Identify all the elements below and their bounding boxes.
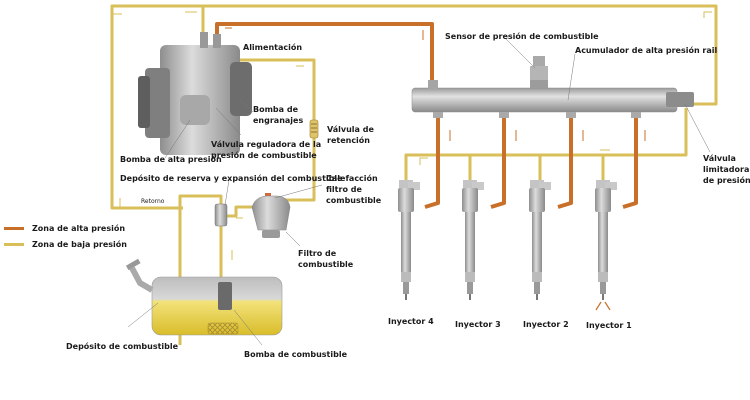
legend-label-high: Zona de alta presión <box>32 224 126 233</box>
injector-part <box>532 212 542 272</box>
label-fuel-tank: Depósito de combustible <box>66 342 179 351</box>
legend-low-pressure: Zona de baja presión <box>4 240 127 249</box>
label-injector-2: Inyector 2 <box>523 320 569 329</box>
fuel-filter <box>251 193 291 238</box>
injector-part <box>539 182 551 190</box>
injector-part <box>399 180 413 188</box>
tank-return-line <box>178 194 223 345</box>
injector-part <box>401 272 411 282</box>
rail-to-injector-3 <box>490 118 506 209</box>
injector-part <box>463 180 477 188</box>
label-line: filtro de <box>326 185 362 194</box>
filter-inlet-line <box>227 205 252 218</box>
label-line: combustible <box>326 196 382 205</box>
label-line: Válvula de <box>327 125 374 134</box>
injector-part <box>465 272 475 282</box>
injector-part <box>605 182 617 190</box>
label-line: de presión <box>703 176 750 185</box>
injector-part <box>529 188 545 212</box>
label-line: engranajes <box>253 116 304 125</box>
label-fuel-filter: Filtro de combustible <box>298 248 353 270</box>
injector-part <box>600 282 606 294</box>
label-reserve-tank: Depósito de reserva y expansión del comb… <box>120 174 343 183</box>
rail-to-injector-1 <box>622 118 638 209</box>
injector-part <box>596 180 610 188</box>
legend-swatch-low <box>4 243 24 246</box>
label-alimentacion: Alimentación <box>243 43 303 52</box>
label-high-pressure-pump: Bomba de alta presión <box>120 155 222 164</box>
pressure-sensor <box>530 56 548 88</box>
fuel-tank <box>125 258 283 336</box>
injector <box>462 180 484 300</box>
label-line: Bomba de <box>253 105 298 114</box>
high-pressure-pump <box>138 32 252 155</box>
label-fuel-pump: Bomba de combustible <box>244 350 347 359</box>
label-line: combustible <box>298 260 354 269</box>
injector-part <box>598 212 608 272</box>
label-return: Retorno <box>141 198 165 205</box>
label-line: limitadora <box>703 165 750 174</box>
common-rail <box>411 56 694 118</box>
label-pressure-limiter: Válvula limitadora de presión <box>703 153 750 186</box>
injector-return-line <box>404 108 688 185</box>
injector-part <box>405 294 407 300</box>
injector <box>398 180 420 300</box>
rail-to-injector-2 <box>557 118 573 209</box>
label-line: retención <box>327 136 370 145</box>
label-line: Filtro de <box>298 249 337 258</box>
legend-label-low: Zona de baja presión <box>32 240 127 249</box>
label-gear-pump: Bomba de engranajes <box>253 104 303 126</box>
legend-high-pressure: Zona de alta presión <box>4 224 125 233</box>
injectors-group <box>398 180 617 311</box>
injector-part <box>602 294 604 300</box>
injector-part <box>472 182 484 190</box>
label-line: presión de combustible <box>211 151 317 160</box>
injector-part <box>403 282 409 294</box>
label-rail: Acumulador de alta presión rail <box>575 46 718 55</box>
label-line: Válvula reguladora de la <box>211 140 322 149</box>
injector-part <box>534 282 540 294</box>
fuel-spray-icon <box>595 301 611 311</box>
injector-part <box>467 282 473 294</box>
label-pressure-regulator: Válvula reguladora de la presión de comb… <box>211 139 321 161</box>
injector-part <box>469 294 471 300</box>
flow-arrows <box>111 11 712 260</box>
pump-to-rail-line <box>215 22 434 90</box>
legend-swatch-high <box>4 227 24 230</box>
label-filter-heater: Calefacción filtro de combustible <box>326 173 381 206</box>
injector-part <box>598 272 608 282</box>
reserve-tank <box>214 203 228 227</box>
injector-part <box>398 188 414 212</box>
label-injector-4: Inyector 4 <box>388 317 434 326</box>
injector-part <box>462 188 478 212</box>
injector-part <box>401 212 411 272</box>
rail-to-injector-4 <box>424 118 440 209</box>
injector <box>529 180 551 300</box>
injector-part <box>530 180 544 188</box>
injector-part <box>465 212 475 272</box>
label-pressure-sensor: Sensor de presión de combustible <box>445 32 599 41</box>
injector-part <box>595 188 611 212</box>
check-valve <box>309 119 319 139</box>
label-injector-1: Inyector 1 <box>586 321 632 330</box>
high-pressure-lines <box>215 22 638 209</box>
injector-part <box>408 182 420 190</box>
injector-part <box>532 272 542 282</box>
leader-lines <box>127 37 711 346</box>
injector <box>595 180 617 311</box>
label-check-valve: Válvula de retención <box>327 124 374 146</box>
label-line: Calefacción <box>326 174 378 183</box>
label-injector-3: Inyector 3 <box>455 320 501 329</box>
injector-part <box>536 294 538 300</box>
label-line: Válvula <box>703 154 736 163</box>
